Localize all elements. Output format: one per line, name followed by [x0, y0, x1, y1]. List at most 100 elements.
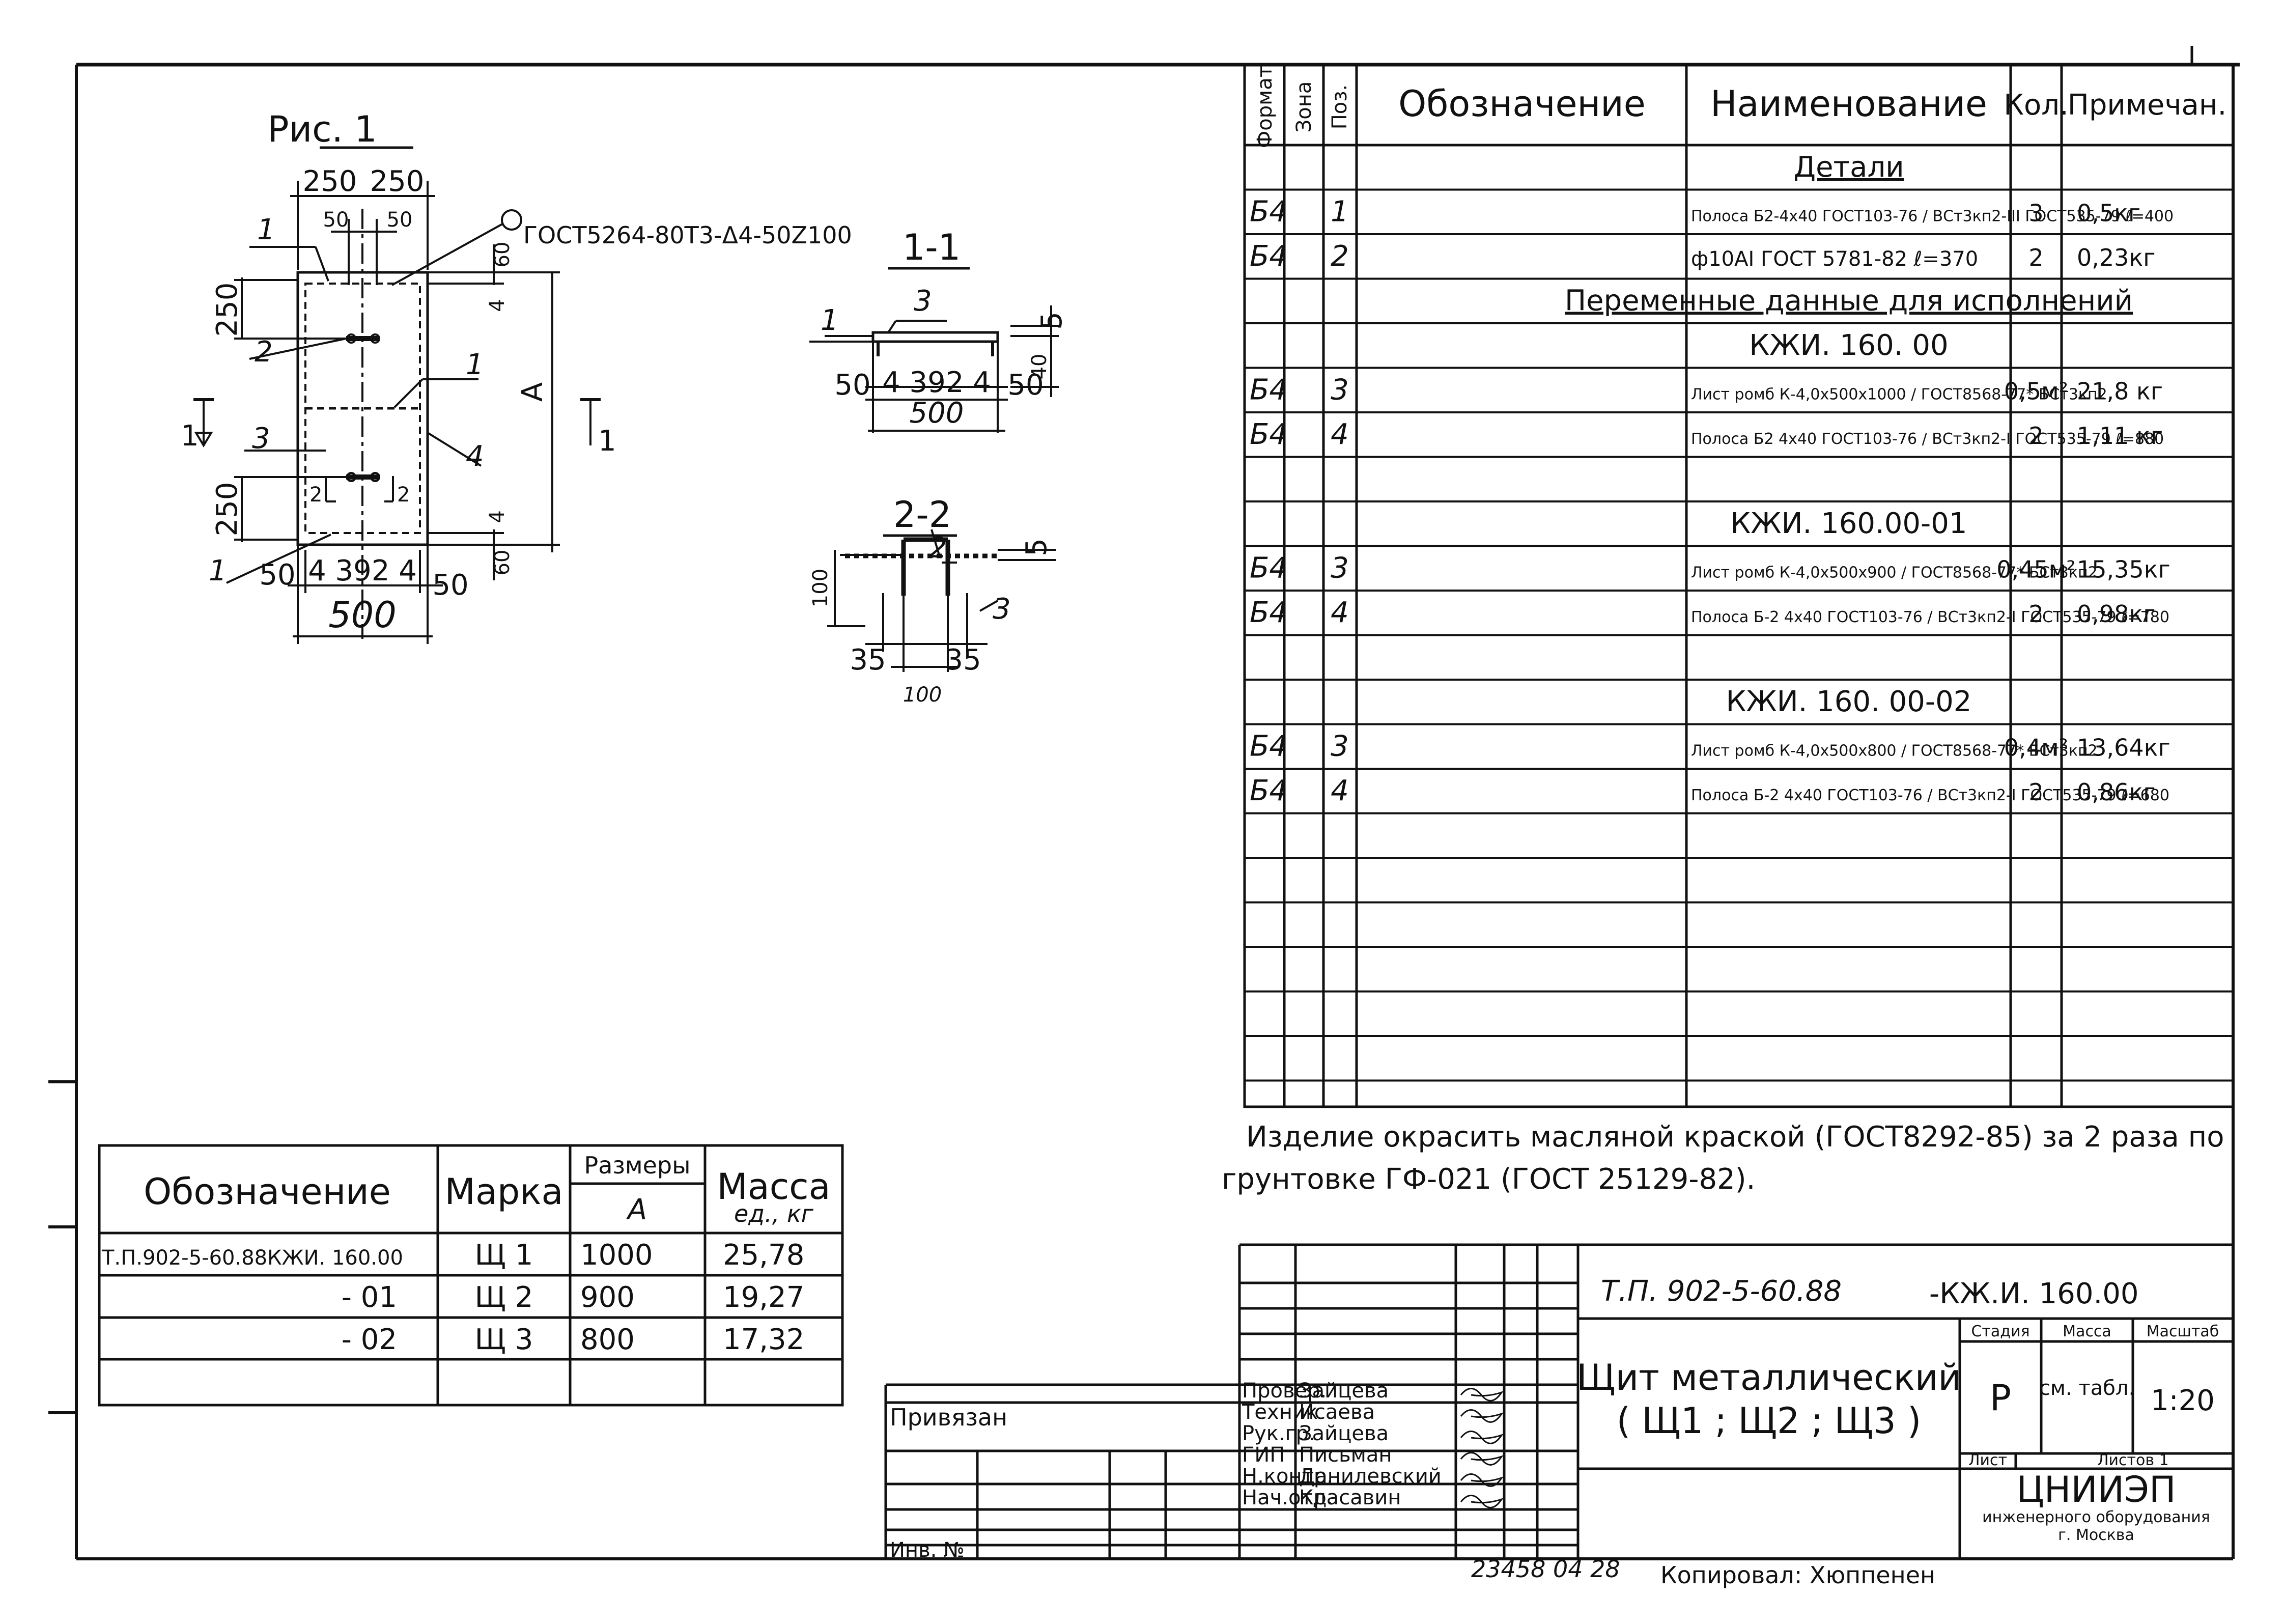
marks-size-a: 800 — [580, 1323, 635, 1356]
role-label: Рук.гр. — [1242, 1422, 1315, 1445]
role-label: Нач.отд. — [1242, 1486, 1333, 1509]
marks-header-mass-unit: ед., кг — [734, 1200, 814, 1227]
callout-1-bottom: 1 — [209, 554, 227, 587]
section-2-2-callout-2: 2 — [929, 531, 947, 565]
spec-name: Полоса Б-2 4х40 ГОСТ103-76 / ВСт3кп2-I Г… — [1691, 787, 2169, 804]
person-name: Исаева — [1299, 1401, 1375, 1424]
callout-3: 3 — [252, 422, 270, 455]
spec-name: Полоса Б2-4х40 ГОСТ103-76 / ВСт3кп2-III … — [1691, 208, 2174, 226]
role-label: Техник — [1242, 1401, 1318, 1424]
inventory-label: Инв. № — [890, 1538, 965, 1562]
section-1-1-dim-40: 40 — [1028, 354, 1051, 380]
spec-position: 2 — [1331, 240, 1349, 273]
spec-format: Б4 — [1250, 596, 1287, 629]
organization-city: г. Москва — [2058, 1526, 2134, 1544]
signature — [1460, 1495, 1504, 1508]
header-designation: Обозначение — [1398, 83, 1646, 125]
callout-1-top: 1 — [257, 213, 275, 246]
spec-position: 4 — [1331, 774, 1349, 807]
spec-quantity: 0,5м² — [2004, 378, 2068, 405]
dim-4-bottom: 4 — [486, 510, 509, 523]
section-2-2-dim-100: 100 — [903, 683, 942, 707]
section-1-1-title: 1-1 — [903, 227, 961, 268]
role-label: Н.контр. — [1242, 1465, 1333, 1488]
section2-mark-left: 2 — [309, 483, 322, 507]
dim-250-left: 250 — [303, 165, 357, 198]
dim-60-top: 60 — [491, 242, 514, 268]
title-block: Т.П. 902-5-60.88 -КЖ.И. 160.00 Щит метал… — [884, 1243, 2233, 1562]
spec-note: 21,8 кг — [2077, 378, 2163, 405]
dim-4-top: 4 — [486, 299, 509, 312]
section-2-2-title: 2-2 — [893, 494, 951, 536]
marks-header-designation: Обозначение — [144, 1171, 391, 1213]
footer-number: 23458 04 28 — [1471, 1555, 1620, 1583]
marks-designation: - 02 — [342, 1323, 397, 1356]
marks-mark: Щ 1 — [475, 1239, 533, 1272]
spec-position: 4 — [1331, 596, 1349, 629]
person-name: Письман — [1299, 1443, 1392, 1467]
note-line-2: грунтовке ГФ-021 (ГОСТ 25129-82). — [1222, 1163, 1755, 1196]
spec-position: 3 — [1331, 374, 1349, 407]
section-1-1-callout-3: 3 — [914, 285, 932, 318]
spec-row: Детали — [1793, 151, 1904, 184]
section-2-2-callout-3: 3 — [993, 593, 1011, 626]
dim-250-vertical-bottom: 250 — [211, 482, 244, 537]
spec-name: Лист ромб К-4,0х500х800 / ГОСТ8568-77* Б… — [1691, 742, 2098, 760]
spec-position: 3 — [1331, 552, 1349, 585]
spec-format: Б4 — [1250, 240, 1287, 273]
spec-note: 15,35кг — [2077, 556, 2170, 583]
marks-designation: - 01 — [342, 1281, 397, 1314]
mass-header: Масса — [2063, 1323, 2111, 1340]
spec-name: Детали — [1793, 151, 1904, 184]
spec-format: Б4 — [1250, 195, 1287, 229]
footer-copied: Копировал: Хюппенен — [1660, 1561, 1935, 1589]
spec-format: Б4 — [1250, 418, 1287, 451]
header-zone: Зона — [1292, 81, 1316, 133]
dim-50-left: 50 — [323, 208, 349, 232]
spec-note: 0,98кг — [2077, 600, 2155, 628]
signature — [1460, 1452, 1504, 1466]
section-1-1-dim-500: 500 — [910, 397, 964, 430]
figure-1: Рис. 1 250 250 50 50 ГОСТ5264-80Т3-Δ4-50… — [181, 108, 852, 644]
marks-header-mark: Марка — [445, 1171, 563, 1213]
spec-name: Переменные данные для исполнений — [1565, 285, 2133, 318]
spec-name: ф10АI ГОСТ 5781-82 ℓ=370 — [1691, 247, 1978, 271]
spec-position: 3 — [1331, 730, 1349, 763]
scale-header: Масштаб — [2147, 1323, 2219, 1340]
signature — [1460, 1409, 1504, 1423]
signature — [1460, 1473, 1504, 1487]
marks-mark: Щ 3 — [475, 1323, 533, 1356]
mass-value: см. табл. — [2039, 1377, 2135, 1400]
header-format: Формат — [1253, 66, 1277, 148]
header-note: Примечан. — [2068, 89, 2227, 122]
header-quantity: Кол. — [2004, 89, 2069, 122]
weld-note: ГОСТ5264-80Т3-Δ4-50Z100 — [523, 221, 852, 249]
spec-name: Лист ромб К-4,0х500х900 / ГОСТ8568-77* Б… — [1691, 564, 2098, 582]
header-position: Поз. — [1328, 85, 1351, 130]
scale-value: 1:20 — [2151, 1384, 2215, 1417]
marks-table: Обозначение Марка Размеры А Масса ед., к… — [98, 1144, 844, 1407]
spec-format: Б4 — [1250, 730, 1287, 763]
spec-quantity: 2 — [2028, 422, 2043, 450]
spec-row: КЖИ. 160. 00-02 — [1726, 685, 1972, 718]
spec-quantity: 2 — [2028, 778, 2043, 806]
spec-position: 4 — [1331, 418, 1349, 451]
sheets-header: Листов 1 — [2097, 1451, 2169, 1469]
section-1-1-dim-5: 5 — [1035, 312, 1068, 330]
stage-value: Р — [1990, 1377, 2011, 1419]
section-mark-left: 1 — [181, 419, 199, 453]
doc-title-line-1: Щит металлический — [1576, 1357, 1961, 1398]
marks-mark: Щ 2 — [475, 1281, 533, 1314]
spec-name: Полоса Б2 4х40 ГОСТ103-76 / ВСт3кп2-I ГО… — [1691, 430, 2164, 448]
organization-name: ЦНИИЭП — [2016, 1469, 2176, 1510]
spec-note: 1,11 кг — [2077, 422, 2163, 450]
doc-code: Т.П. 902-5-60.88 — [1601, 1275, 1842, 1308]
